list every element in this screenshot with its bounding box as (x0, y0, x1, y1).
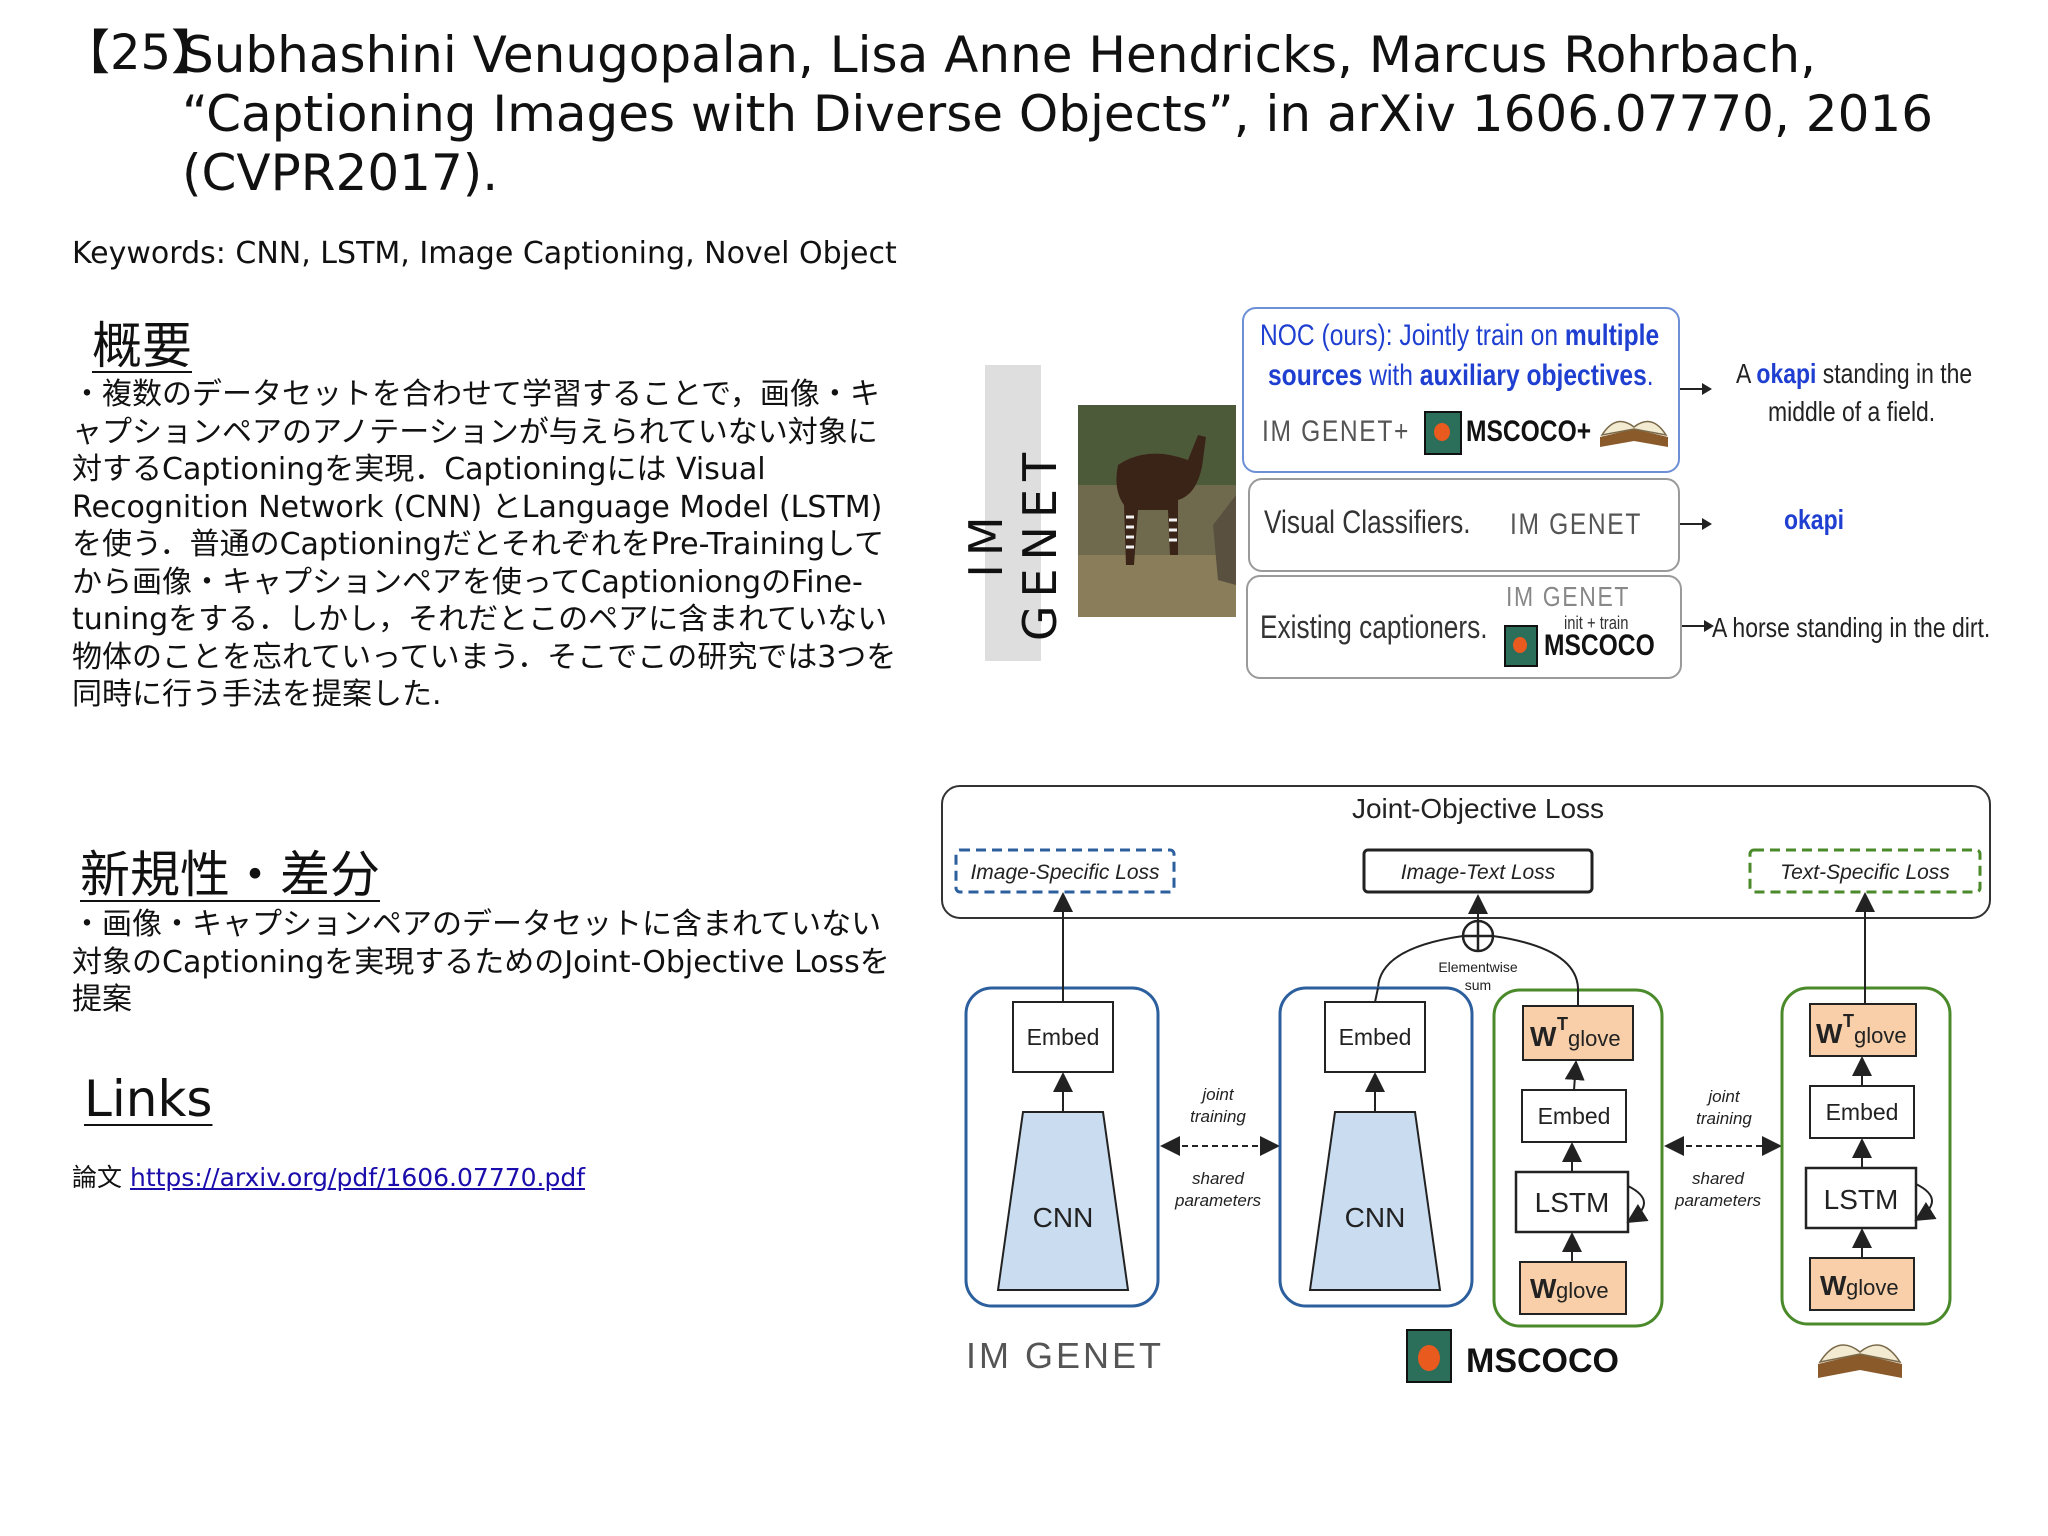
wt-glove-sub-2: glove (1854, 1023, 1907, 1048)
joint-training-label-2a: joint (1706, 1087, 1740, 1106)
joint-loss-title: Joint-Objective Loss (1352, 793, 1604, 824)
novelty-heading: 新規性・差分 (80, 835, 380, 907)
noc-output-a: A (1736, 358, 1756, 389)
vc-arrow-line (1680, 523, 1702, 525)
joint-training-label-2b: training (1696, 1109, 1752, 1128)
novelty-text: ・画像・キャプションペアのデータセットに含まれていない対象のCaptioning… (72, 906, 902, 1019)
noc-line2-bold-a: sources (1268, 359, 1362, 392)
ec-arrow-line (1682, 625, 1704, 627)
shared-parameters-label-2a: shared (1692, 1169, 1745, 1188)
existing-captioners-label: Existing captioners. (1260, 609, 1488, 646)
wt-glove-sub-1: glove (1568, 1026, 1621, 1051)
existing-captioners-box: Existing captioners. IM GENET init + tra… (1246, 575, 1682, 679)
image-specific-loss-label: Image-Specific Loss (970, 861, 1160, 884)
noc-output-c: standing in the (1816, 358, 1972, 389)
noc-output-okapi: okapi (1756, 358, 1816, 389)
shared-parameters-label-2b: parameters (1674, 1191, 1761, 1210)
noc-imagenet-logo: IM GENET+ (1262, 415, 1410, 449)
ec-mscoco-icon (1504, 625, 1538, 667)
noc-output-line1: A okapi standing in the (1736, 358, 1972, 390)
shared-parameters-label-1a: shared (1192, 1169, 1245, 1188)
mscoco-icon (1424, 411, 1462, 455)
noc-output-line2: middle of a field. (1768, 396, 1935, 428)
noc-line2-text: with (1362, 359, 1419, 392)
w-glove-w-1: W (1530, 1273, 1557, 1304)
noc-line1-bold: multiple (1565, 319, 1659, 352)
joint-training-label-1a: joint (1200, 1085, 1234, 1104)
embed-label-2: Embed (1339, 1024, 1412, 1050)
vc-imagenet-logo: IM GENET (1510, 508, 1642, 542)
mscoco-bottom-label: MSCOCO (1466, 1342, 1619, 1380)
links-heading: Links (84, 1070, 212, 1128)
noc-line1: NOC (ours): Jointly train on multiple (1260, 319, 1659, 353)
cnn-label-2: CNN (1345, 1202, 1406, 1233)
image-text-loss-label: Image-Text Loss (1401, 861, 1556, 884)
book-icon (1596, 407, 1672, 461)
imagenet-bottom-logo: IM GENET (966, 1335, 1164, 1376)
cnn-label-1: CNN (1033, 1202, 1094, 1233)
embed-label-4: Embed (1826, 1099, 1899, 1125)
paper-citation: Subhashini Venugopalan, Lisa Anne Hendri… (182, 26, 2002, 203)
noc-box: NOC (ours): Jointly train on multiple so… (1242, 307, 1680, 473)
w-glove-sub-2: glove (1846, 1275, 1899, 1300)
vc-arrow-head (1702, 518, 1712, 530)
imagenet-vertical-logo: IM GENET (959, 405, 1067, 681)
ec-mscoco-label: MSCOCO (1544, 629, 1655, 663)
noc-line2: sources with auxiliary objectives. (1268, 359, 1654, 393)
ec-output: A horse standing in the dirt. (1712, 612, 1990, 644)
w-glove-sub-1: glove (1556, 1278, 1609, 1303)
noc-line2-period: . (1647, 359, 1654, 392)
imagenet-vertical-banner: IM GENET (985, 365, 1041, 661)
keywords-line: Keywords: CNN, LSTM, Image Captioning, N… (72, 236, 897, 271)
ec-imagenet-logo: IM GENET (1506, 581, 1630, 613)
noc-mscoco-label: MSCOCO+ (1466, 415, 1591, 449)
wt-glove-t-2: T (1843, 1011, 1854, 1031)
w-glove-w-2: W (1820, 1270, 1847, 1301)
ec-arrow-head (1704, 620, 1714, 632)
embed-label-1: Embed (1027, 1024, 1100, 1050)
joint-training-label-1b: training (1190, 1107, 1246, 1126)
embed-label-3: Embed (1538, 1103, 1611, 1129)
elementwise-sum-label-2: sum (1465, 977, 1491, 993)
wt-glove-w-2: W (1816, 1018, 1843, 1049)
joint-objective-diagram: Joint-Objective Loss Image-Specific Loss… (940, 784, 2000, 1414)
elementwise-sum-label-1: Elementwise (1438, 959, 1518, 975)
overview-heading: 概要 (92, 306, 192, 378)
text-specific-loss-label: Text-Specific Loss (1780, 861, 1950, 884)
noc-arrow-line (1680, 388, 1702, 390)
noc-line1-text: NOC (ours): Jointly train on (1260, 319, 1565, 352)
visual-classifiers-box: Visual Classifiers. IM GENET (1248, 478, 1680, 572)
noc-line2-bold-c: auxiliary objectives (1420, 359, 1647, 392)
vc-output: okapi (1784, 504, 1844, 536)
lstm-label-1: LSTM (1535, 1187, 1610, 1218)
book-bottom-icon (1818, 1345, 1902, 1378)
shared-parameters-label-1b: parameters (1174, 1191, 1261, 1210)
wt-glove-w-1: W (1530, 1021, 1557, 1052)
wt-glove-t-1: T (1557, 1014, 1568, 1034)
links-row: 論文 https://arxiv.org/pdf/1606.07770.pdf (72, 1158, 585, 1194)
overview-text: ・複数のデータセットを合わせて学習することで，画像・キャプションペアのアノテーシ… (72, 376, 902, 714)
paper-link[interactable]: https://arxiv.org/pdf/1606.07770.pdf (130, 1163, 585, 1192)
noc-arrow-head (1702, 383, 1712, 395)
okapi-photo (1078, 405, 1236, 617)
paper-link-label: 論文 (72, 1163, 122, 1192)
lstm-label-2: LSTM (1824, 1184, 1899, 1215)
visual-classifiers-label: Visual Classifiers. (1264, 504, 1471, 541)
